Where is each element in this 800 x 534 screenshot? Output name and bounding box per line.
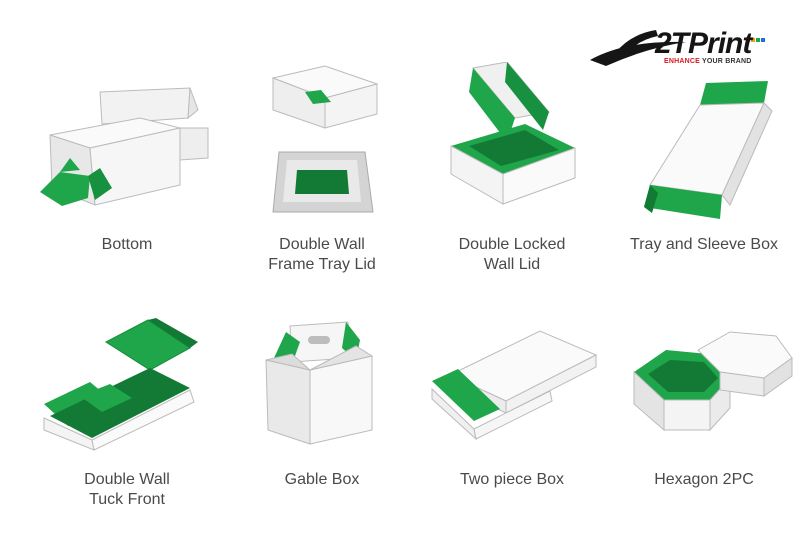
item-label: Tray and Sleeve Box — [630, 236, 778, 253]
item-label: Gable Box — [284, 471, 360, 488]
two-piece-box-icon — [431, 330, 598, 441]
gable-box-icon — [265, 321, 374, 445]
hexagon-box-icon — [633, 331, 793, 432]
tuck-front-box-icon — [43, 318, 198, 451]
tray-lid-icon — [271, 65, 379, 213]
brand-name: 2TPrint — [655, 27, 752, 60]
sleeve-box-icon — [644, 81, 773, 219]
box-open-bottom-icon — [40, 87, 209, 206]
item-label: Hexagon 2PC — [654, 471, 754, 488]
logo-swoosh-icon — [590, 30, 765, 66]
item-label: Double Locked Wall Lid — [458, 236, 566, 273]
item-label: Double Wall Frame Tray Lid — [268, 236, 376, 273]
item-label: Double Wall Tuck Front — [84, 471, 170, 508]
item-label: Two piece Box — [459, 471, 565, 488]
item-label: Bottom — [101, 236, 153, 253]
brand-tagline: ENHANCE YOUR BRAND — [664, 58, 752, 65]
locked-wall-box-icon — [450, 62, 576, 205]
